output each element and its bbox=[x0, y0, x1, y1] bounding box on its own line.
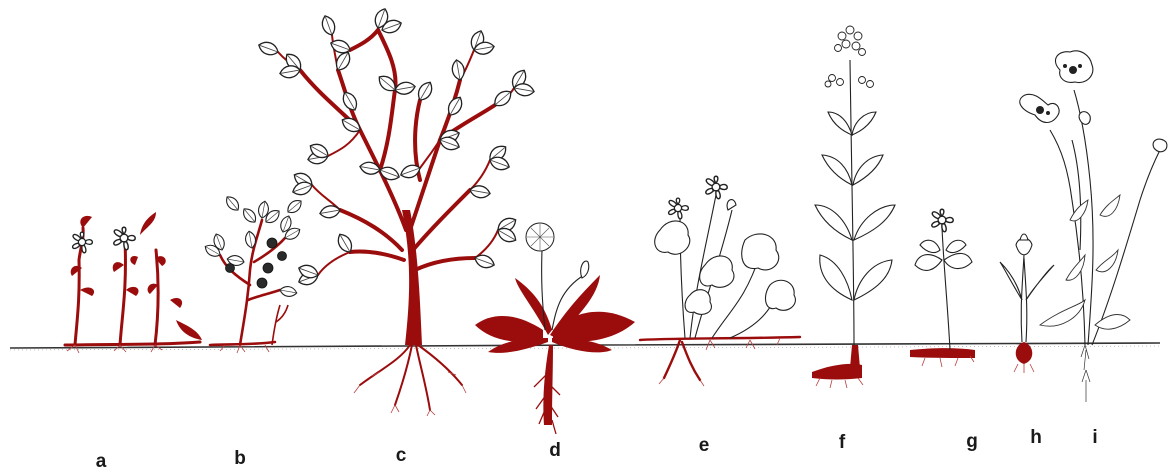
plant-b bbox=[203, 194, 304, 353]
plant-d bbox=[475, 223, 635, 434]
label-a: a bbox=[96, 452, 107, 471]
plant-f bbox=[812, 26, 895, 388]
label-d: d bbox=[549, 441, 561, 460]
plant-c bbox=[257, 7, 535, 416]
label-g: g bbox=[966, 432, 978, 451]
label-h: h bbox=[1030, 428, 1042, 447]
plant-i bbox=[1020, 51, 1167, 402]
label-c: c bbox=[396, 446, 407, 465]
plant-e bbox=[640, 176, 800, 386]
label-e: e bbox=[699, 436, 710, 455]
label-f: f bbox=[839, 433, 845, 452]
label-b: b bbox=[234, 449, 246, 468]
plant-h bbox=[1000, 234, 1054, 373]
label-i: i bbox=[1092, 428, 1097, 447]
plant-a bbox=[65, 212, 202, 353]
